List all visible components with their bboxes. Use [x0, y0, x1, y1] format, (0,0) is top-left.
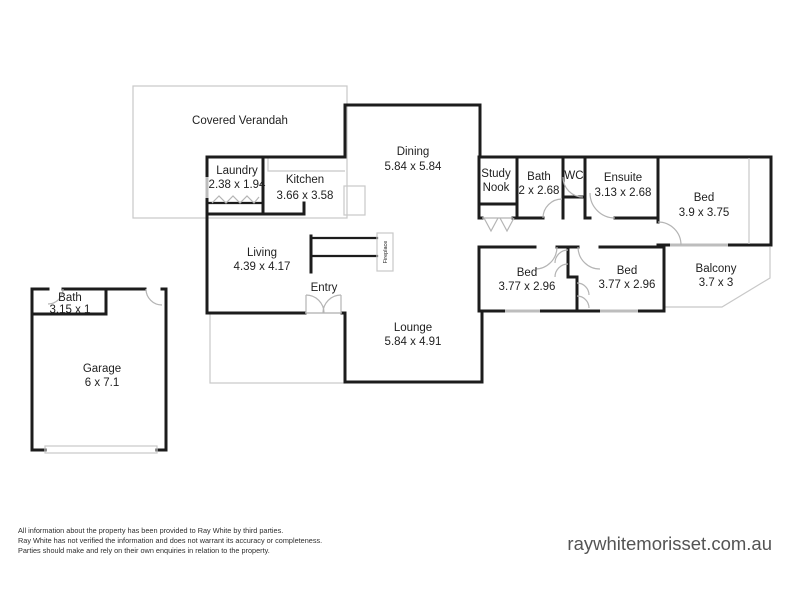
room-label-bath: Bath: [527, 171, 551, 183]
room-label-bed-master: Bed: [694, 192, 714, 204]
room-label-bed-3: Bed: [617, 265, 637, 277]
room-label-dining: Dining: [397, 146, 430, 158]
garage-entry-door-arc: [145, 288, 163, 306]
study-nook-bifold-doors: [482, 217, 515, 233]
wall-study-nook: [477, 155, 519, 220]
wall-robe: [566, 245, 579, 313]
robe-doors-east-arcs: [576, 282, 590, 309]
wall-north-east-block: [478, 155, 773, 247]
balcony-outline: [664, 247, 771, 308]
wall-laundry-kitchen: [205, 155, 306, 315]
room-dims-kitchen: 3.66 x 3.58: [277, 190, 334, 202]
room-dims-lounge: 5.84 x 4.91: [385, 336, 442, 348]
room-label-laundry: Laundry: [216, 165, 258, 177]
room-labels: Covered Verandah Laundry 2.38 x 1.94 Kit…: [50, 115, 737, 389]
wc-door-arc: [562, 176, 584, 198]
room-label-lounge: Lounge: [394, 322, 432, 334]
wall-bath-wc-ensuite-dividers: [515, 155, 660, 224]
room-label-study-nook-2: Nook: [483, 182, 510, 194]
entry-door-arcs: [305, 294, 342, 314]
room-label-living: Living: [247, 247, 277, 259]
room-label-study-nook-1: Study: [481, 168, 511, 180]
room-dims-bed-3: 3.77 x 2.96: [599, 279, 656, 291]
wall-bath-wc-ensuite-bottoms: [515, 195, 660, 220]
room-label-wc: WC: [564, 170, 583, 182]
bed-master-door-arc: [657, 221, 682, 246]
fireplace-label: Fireplace: [383, 241, 389, 264]
fireplace-box: [376, 232, 394, 272]
windows: [44, 158, 750, 454]
room-dims-bed-master: 3.9 x 3.75: [679, 207, 730, 219]
ensuite-door-arc: [589, 192, 616, 219]
fireplace-hearth-lines: [311, 236, 379, 258]
bed-3-door-arc: [577, 246, 601, 270]
wall-dining: [343, 103, 482, 159]
patio-outline: [209, 312, 346, 384]
wall-garage-bath: [30, 287, 108, 316]
room-label-entry: Entry: [311, 282, 338, 294]
laundry-bench-fixtures: [211, 195, 260, 204]
disclaimer-line-2: Ray White has not verified the informati…: [18, 536, 322, 545]
verandah-outline: [132, 85, 348, 219]
doors: [47, 176, 682, 314]
room-dims-bath: 2 x 2.68: [519, 185, 560, 197]
room-label-covered-verandah: Covered Verandah: [192, 115, 288, 127]
bath-door-arc: [542, 198, 563, 219]
robe-doors-west-arcs: [554, 249, 569, 278]
room-label-ensuite: Ensuite: [604, 172, 642, 184]
disclaimer-line-3: Parties should make and rely on their ow…: [18, 546, 270, 555]
room-label-kitchen: Kitchen: [286, 174, 324, 186]
room-dims-garage: 6 x 7.1: [85, 377, 120, 389]
footer: All information about the property has b…: [18, 526, 772, 555]
wall-garage-outer: [30, 287, 168, 452]
room-dims-dining: 5.84 x 5.84: [385, 161, 443, 173]
room-dims-laundry: 2.38 x 1.94: [209, 179, 267, 191]
walls: [30, 103, 773, 452]
bed-2-door-arc: [534, 246, 558, 270]
room-dims-bed-2: 3.77 x 2.96: [499, 281, 556, 293]
kitchen-island: [343, 185, 366, 216]
room-label-bath-garage: Bath: [58, 292, 82, 304]
room-dims-ensuite: 3.13 x 2.68: [595, 187, 652, 199]
fireplace-feature: Fireplace: [376, 232, 394, 272]
garage-bath-door-arc: [47, 288, 64, 305]
room-dims-bath-garage: 3.15 x 1: [50, 304, 91, 316]
room-dims-balcony: 3.7 x 3: [699, 277, 734, 289]
garage-door: [44, 445, 158, 454]
outdoor-outlines: [132, 85, 771, 384]
kitchen-step-outline: [267, 157, 345, 172]
agency-website: raywhitemorisset.com.au: [567, 533, 772, 554]
room-label-balcony: Balcony: [696, 263, 737, 275]
room-dims-living: 4.39 x 4.17: [234, 261, 291, 273]
room-label-bed-2: Bed: [517, 267, 537, 279]
disclaimer-line-1: All information about the property has b…: [18, 526, 283, 535]
room-label-garage: Garage: [83, 363, 121, 375]
